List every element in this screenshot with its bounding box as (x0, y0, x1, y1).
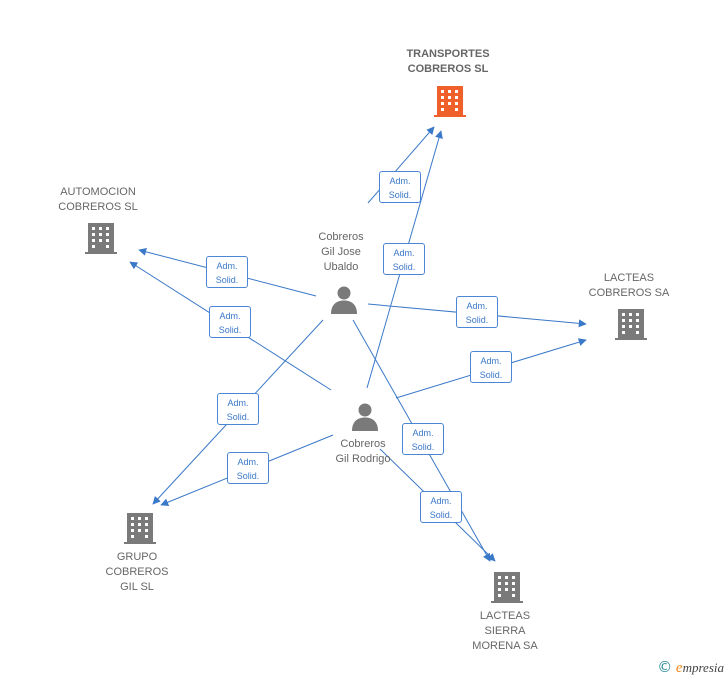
node-label-rodrigo[interactable]: Cobreros Gil Rodrigo (335, 438, 391, 465)
edge-label[interactable]: Adm. Solid. (383, 243, 425, 275)
edge-label-line2: Solid. (479, 370, 503, 380)
building-icon[interactable] (123, 511, 157, 550)
node-label-automocion[interactable]: AUTOMOCION COBREROS SL (58, 186, 138, 213)
person-icon[interactable] (350, 401, 380, 436)
building-icon[interactable] (84, 221, 118, 260)
building-icon[interactable] (433, 84, 467, 123)
brand-initial: e (675, 660, 683, 676)
edge-label-line2: Solid. (236, 471, 260, 481)
empresia-watermark[interactable]: © empresia (657, 658, 724, 677)
building-icon-svg (615, 309, 647, 340)
edge-label[interactable]: Adm. Solid. (456, 296, 498, 328)
person-icon-svg (352, 403, 378, 431)
edge-label-line1: Adm. (480, 356, 502, 366)
node-label-jose[interactable]: Cobreros Gil Jose Ubaldo (318, 231, 364, 273)
building-icon-svg (85, 223, 117, 254)
node-label-grupo[interactable]: GRUPO COBREROS GIL SL (105, 551, 169, 593)
person-icon-svg (331, 286, 357, 314)
node-label-lacteas-sierra[interactable]: LACTEAS SIERRA MORENA SA (472, 610, 538, 652)
edge-label-line2: Solid. (218, 325, 242, 335)
edge-label-line1: Adm. (466, 301, 488, 311)
edge-label-line1: Adm. (216, 261, 238, 271)
edge-label-line1: Adm. (227, 398, 249, 408)
edge-label[interactable]: Adm. Solid. (227, 452, 269, 484)
edge-label-line2: Solid. (226, 412, 250, 422)
edge-label-line1: Adm. (219, 311, 241, 321)
edge-label[interactable]: Adm. Solid. (217, 393, 259, 425)
edge-label[interactable]: Adm. Solid. (470, 351, 512, 383)
building-icon-svg (434, 86, 466, 117)
edge-label-line1: Adm. (430, 496, 452, 506)
node-label-lacteas-cobreros[interactable]: LACTEAS COBREROS SA (588, 272, 670, 299)
edge-label-line2: Solid. (392, 262, 416, 272)
building-icon-svg (491, 572, 523, 603)
building-icon[interactable] (490, 570, 524, 609)
edge-label-line1: Adm. (389, 176, 411, 186)
person-icon[interactable] (329, 284, 359, 319)
edge-label-line2: Solid. (215, 275, 239, 285)
edge-label-line2: Solid. (411, 442, 435, 452)
brand-name: mpresia (682, 660, 724, 675)
edge-label-line1: Adm. (237, 457, 259, 467)
node-label-transportes[interactable]: TRANSPORTES COBREROS SL (406, 48, 490, 75)
building-icon[interactable] (614, 307, 648, 346)
edges (129, 126, 587, 562)
edge-label-line1: Adm. (393, 248, 415, 258)
edge-label-line2: Solid. (429, 510, 453, 520)
edge-label[interactable]: Adm. Solid. (209, 306, 251, 338)
edge-label[interactable]: Adm. Solid. (402, 423, 444, 455)
edge-label-line2: Solid. (388, 190, 412, 200)
edge-label[interactable]: Adm. Solid. (206, 256, 248, 288)
building-icon-svg (124, 513, 156, 544)
edge-label[interactable]: Adm. Solid. (379, 171, 421, 203)
edge-label[interactable]: Adm. Solid. (420, 491, 462, 523)
edge-label-line1: Adm. (412, 428, 434, 438)
copyright-icon: © (657, 658, 673, 676)
edge-label-line2: Solid. (465, 315, 489, 325)
